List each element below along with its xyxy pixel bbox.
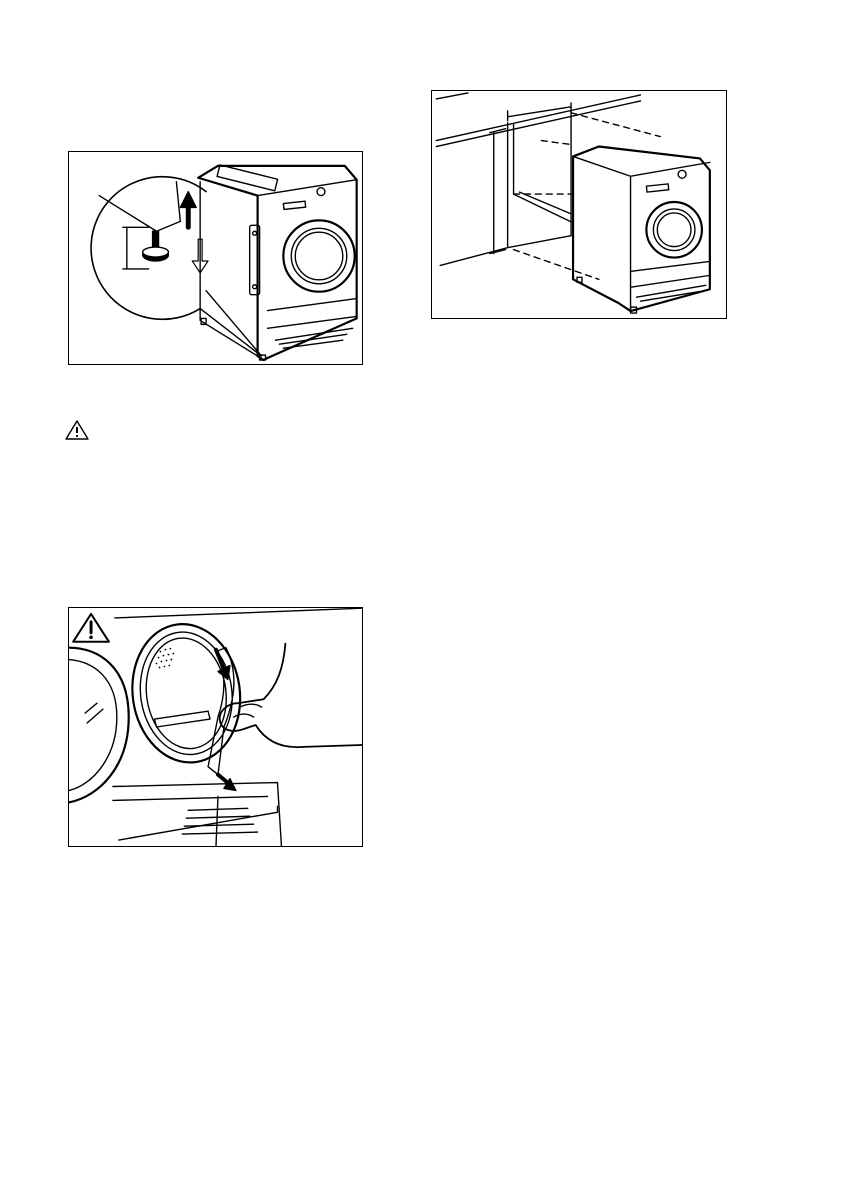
warning-triangle-icon (73, 614, 109, 642)
dryer-illustration (198, 165, 357, 360)
leveling-figure (68, 151, 363, 365)
niche-installation-figure (431, 90, 727, 319)
magnified-foot-detail (91, 177, 261, 356)
remove-packaging-figure (68, 607, 363, 847)
dryer-illustration (573, 147, 710, 314)
warning-triangle-icon (64, 419, 90, 441)
